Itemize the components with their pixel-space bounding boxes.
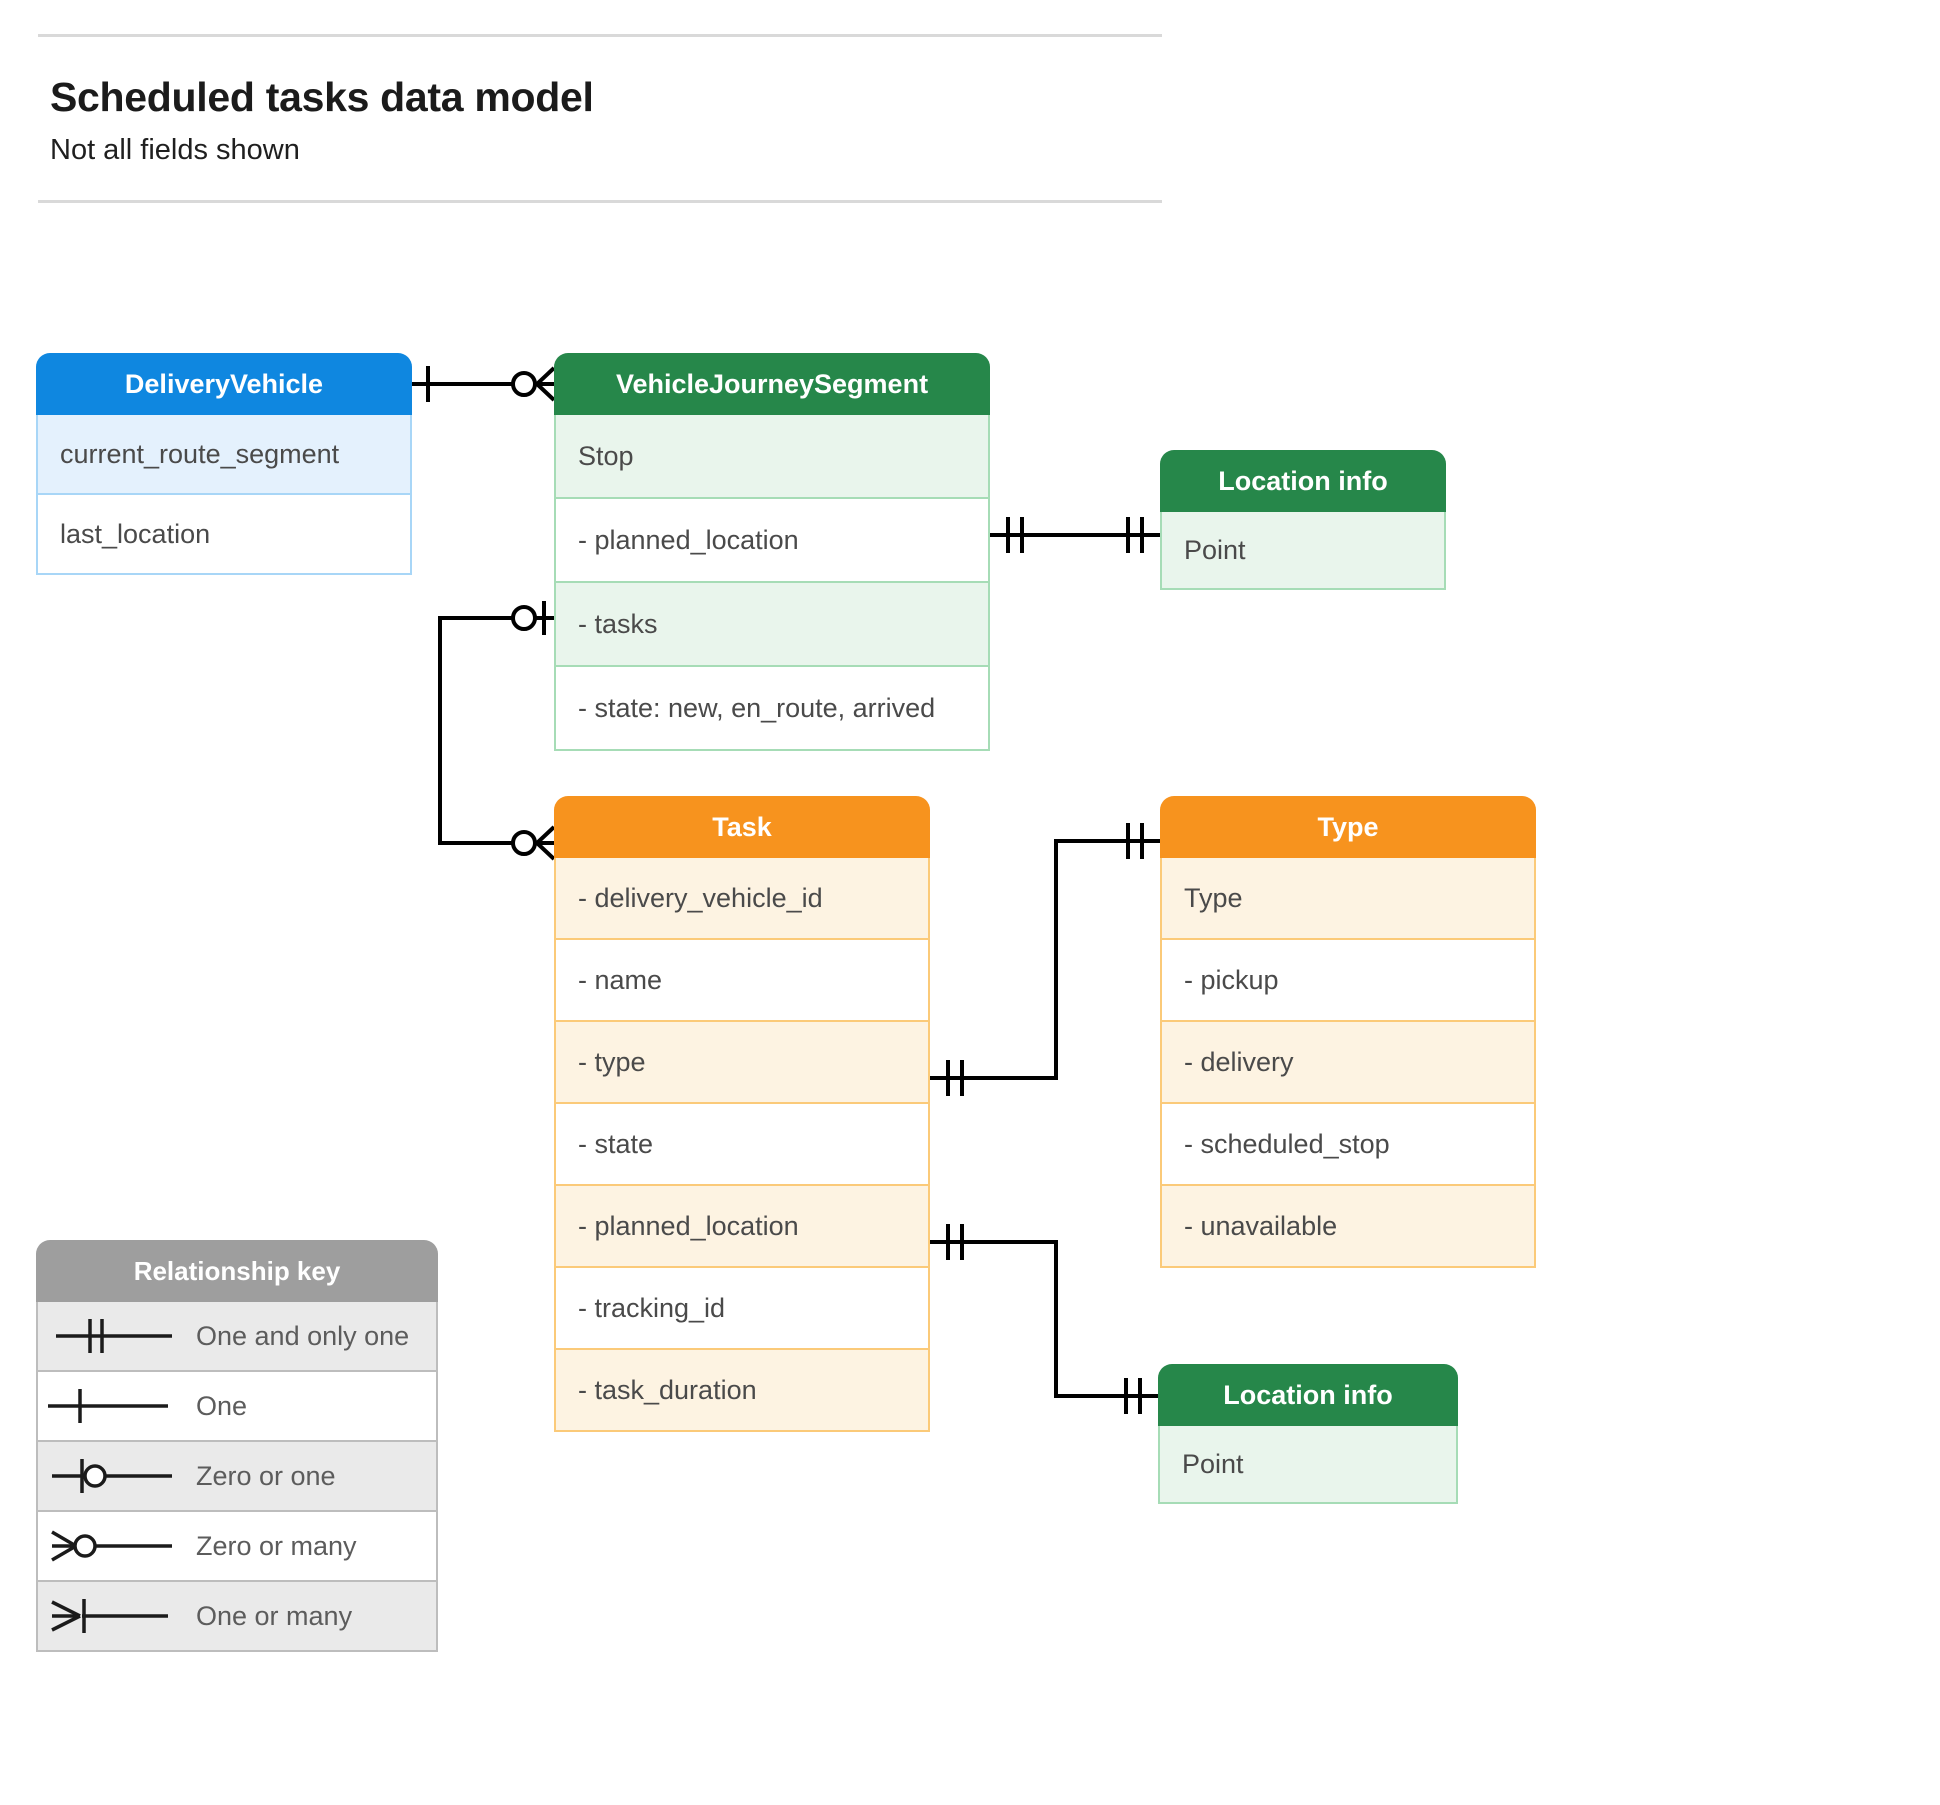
entity-field-current-route-segment: current_route_segment xyxy=(36,415,412,495)
legend-label-one: One xyxy=(196,1390,248,1421)
entity-field-state: - state: new, en_route, arrived xyxy=(554,667,990,751)
entity-field-planned-location: - planned_location xyxy=(554,499,990,583)
entity-field-scheduled-stop: - scheduled_stop xyxy=(1160,1104,1536,1186)
entity-field-point-bottom: Point xyxy=(1158,1426,1458,1504)
entity-header-type: Type xyxy=(1160,796,1536,858)
legend-item-one-and-only-one: One and only one xyxy=(36,1302,438,1372)
entity-field-name: - name xyxy=(554,940,930,1022)
relationship-key-legend[interactable]: Relationship key One and only one One xyxy=(36,1240,438,1652)
entity-vehicle-journey-segment[interactable]: VehicleJourneySegment Stop - planned_loc… xyxy=(554,353,990,751)
legend-label-one-or-many: One or many xyxy=(196,1600,353,1631)
entity-header-delivery-vehicle: DeliveryVehicle xyxy=(36,353,412,415)
entity-field-unavailable: - unavailable xyxy=(1160,1186,1536,1268)
entity-field-type-label: Type xyxy=(1160,858,1536,940)
entity-header-location-info-bottom: Location info xyxy=(1158,1364,1458,1426)
entity-header-location-info-top: Location info xyxy=(1160,450,1446,512)
entity-header-vehicle-journey-segment: VehicleJourneySegment xyxy=(554,353,990,415)
entity-field-stop: Stop xyxy=(554,415,990,499)
entity-field-planned-location: - planned_location xyxy=(554,1186,930,1268)
legend-header: Relationship key xyxy=(36,1240,438,1302)
legend-item-one-or-many: One or many xyxy=(36,1582,438,1652)
entity-delivery-vehicle[interactable]: DeliveryVehicle current_route_segment la… xyxy=(36,353,412,575)
entity-field-last-location: last_location xyxy=(36,495,412,575)
legend-item-one: One xyxy=(36,1372,438,1442)
header-divider-top xyxy=(38,34,1162,37)
header-divider-bottom xyxy=(38,200,1162,203)
entity-field-point-top: Point xyxy=(1160,512,1446,590)
page-subtitle: Not all fields shown xyxy=(50,134,300,166)
entity-location-info-top[interactable]: Location info Point xyxy=(1160,450,1446,590)
entity-field-state: - state xyxy=(554,1104,930,1186)
one-and-only-one-icon xyxy=(56,1319,172,1353)
page-title: Scheduled tasks data model xyxy=(50,74,594,120)
entity-field-delivery-vehicle-id: - delivery_vehicle_id xyxy=(554,858,930,940)
one-icon xyxy=(48,1389,168,1423)
entity-field-tasks: - tasks xyxy=(554,583,990,667)
entity-field-delivery: - delivery xyxy=(1160,1022,1536,1104)
entity-field-task-duration: - task_duration xyxy=(554,1350,930,1432)
one-or-many-icon xyxy=(51,1599,168,1633)
legend-label-zero-or-one: Zero or one xyxy=(196,1460,336,1491)
entity-task[interactable]: Task - delivery_vehicle_id - name - type… xyxy=(554,796,930,1432)
legend-item-zero-or-one: Zero or one xyxy=(36,1442,438,1512)
entity-field-type: - type xyxy=(554,1022,930,1104)
legend-item-zero-or-many: Zero or many xyxy=(36,1512,438,1582)
entity-location-info-bottom[interactable]: Location info Point xyxy=(1158,1364,1458,1504)
legend-label-one-and-only-one: One and only one xyxy=(196,1320,410,1351)
entity-type[interactable]: Type Type - pickup - delivery - schedule… xyxy=(1160,796,1536,1268)
legend-label-zero-or-many: Zero or many xyxy=(196,1530,357,1561)
zero-or-one-icon xyxy=(52,1459,172,1493)
zero-or-many-icon xyxy=(51,1530,172,1562)
entity-header-task: Task xyxy=(554,796,930,858)
entity-field-tracking-id: - tracking_id xyxy=(554,1268,930,1350)
entity-field-pickup: - pickup xyxy=(1160,940,1536,1022)
